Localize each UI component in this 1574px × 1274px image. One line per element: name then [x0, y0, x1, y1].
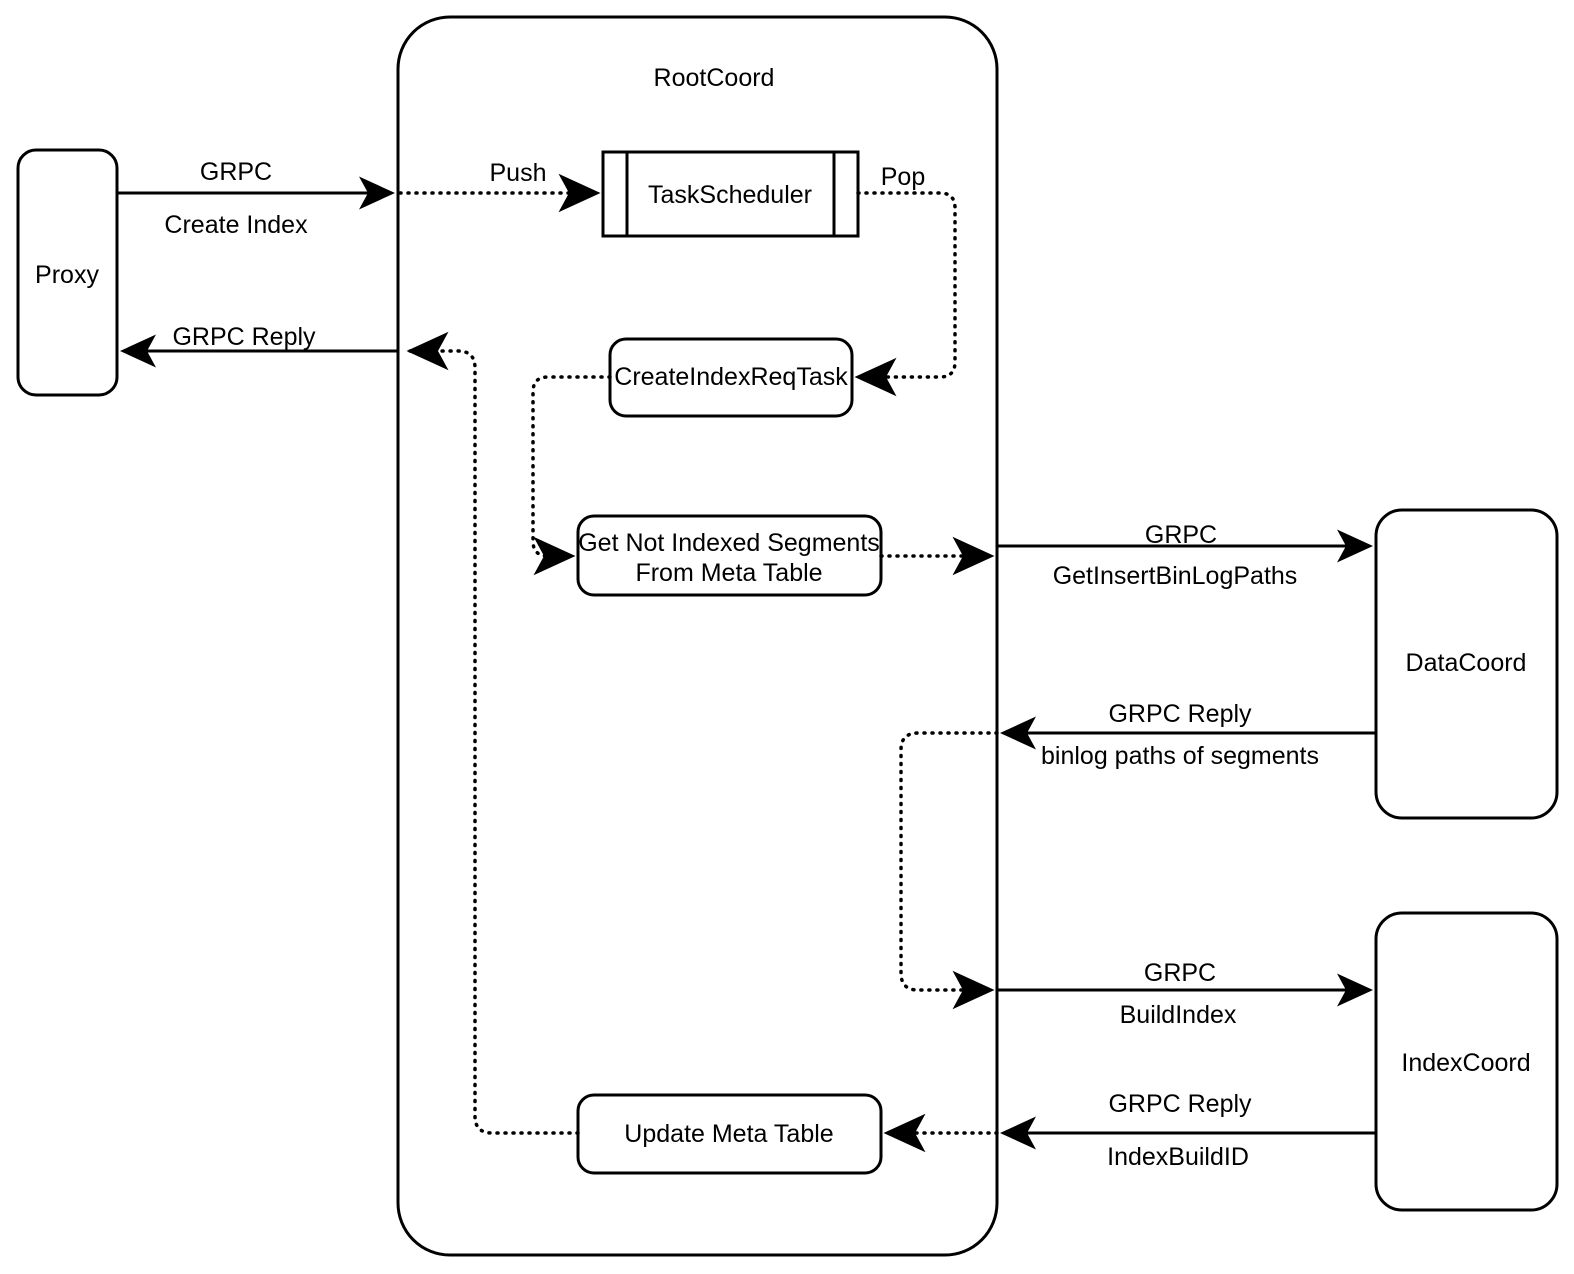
rootcoord-title: RootCoord: [653, 64, 775, 92]
edge-label-grpc-reply-2: GRPC Reply: [1108, 700, 1252, 728]
edge-task-to-get-segments: [531, 375, 612, 576]
edge-label-grpc-1: GRPC: [199, 158, 273, 186]
get-not-indexed-segments-label-line2: From Meta Table: [635, 559, 823, 587]
datacoord-box[interactable]: [1374, 508, 1559, 820]
edge-label-get-insert-binlog-paths: GetInsertBinLogPaths: [1052, 562, 1298, 590]
datacoord-label: DataCoord: [1405, 649, 1527, 677]
proxy-label: Proxy: [35, 261, 99, 289]
get-not-indexed-segments-label-line1: Get Not Indexed Segments: [578, 529, 880, 557]
task-scheduler-box[interactable]: [601, 150, 860, 238]
rootcoord-container: [396, 15, 999, 1257]
edge-update-meta-to-grpc-reply: [406, 331, 580, 1135]
create-index-req-task-label: CreateIndexReqTask: [614, 363, 848, 391]
edge-binlog-reply-to-buildindex: [899, 731, 999, 1010]
edge-label-grpc-3: GRPC: [1143, 959, 1217, 987]
proxy-box[interactable]: [16, 148, 119, 397]
edge-label-push: Push: [489, 159, 547, 187]
indexcoord-box[interactable]: [1374, 911, 1559, 1212]
edge-label-binlog-paths-of-segments: binlog paths of segments: [1041, 742, 1319, 770]
edge-label-pop: Pop: [880, 163, 926, 191]
update-meta-table-label: Update Meta Table: [624, 1120, 834, 1148]
indexcoord-label: IndexCoord: [1401, 1049, 1531, 1077]
edge-label-create-index: Create Index: [164, 211, 308, 239]
edge-pop-to-create-index-req-task: [854, 191, 957, 397]
edge-label-grpc-reply-3: GRPC Reply: [1108, 1090, 1252, 1118]
edge-label-index-build-id: IndexBuildID: [1107, 1143, 1249, 1171]
edge-label-build-index: BuildIndex: [1119, 1001, 1237, 1029]
edge-label-grpc-2: GRPC: [1144, 521, 1218, 549]
edge-label-grpc-reply-1: GRPC Reply: [172, 323, 316, 351]
task-scheduler-label: TaskScheduler: [648, 181, 812, 209]
